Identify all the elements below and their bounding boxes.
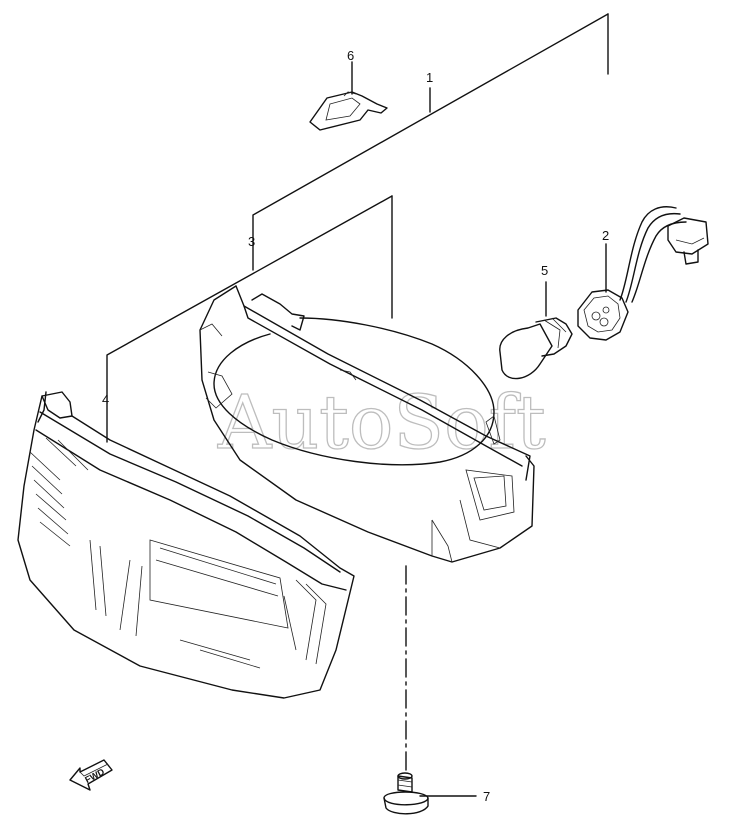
part-6-clip <box>309 91 388 131</box>
callout-4: 4 <box>102 392 109 407</box>
part-4-lens <box>17 391 355 699</box>
callout-2: 2 <box>602 228 609 243</box>
callout-5: 5 <box>541 263 548 278</box>
callout-7: 7 <box>483 789 490 804</box>
leader-lines <box>106 13 609 797</box>
part-3-housing <box>199 285 535 563</box>
part-7-screw <box>383 772 429 815</box>
watermark-text: AutoSoft <box>217 380 546 466</box>
part-5-bulb <box>499 317 573 380</box>
part-2-socket-harness <box>577 206 709 341</box>
callout-6: 6 <box>347 48 354 63</box>
callout-3: 3 <box>248 234 255 249</box>
fwd-arrow-icon: FWD <box>69 759 113 791</box>
callout-1: 1 <box>426 70 433 85</box>
